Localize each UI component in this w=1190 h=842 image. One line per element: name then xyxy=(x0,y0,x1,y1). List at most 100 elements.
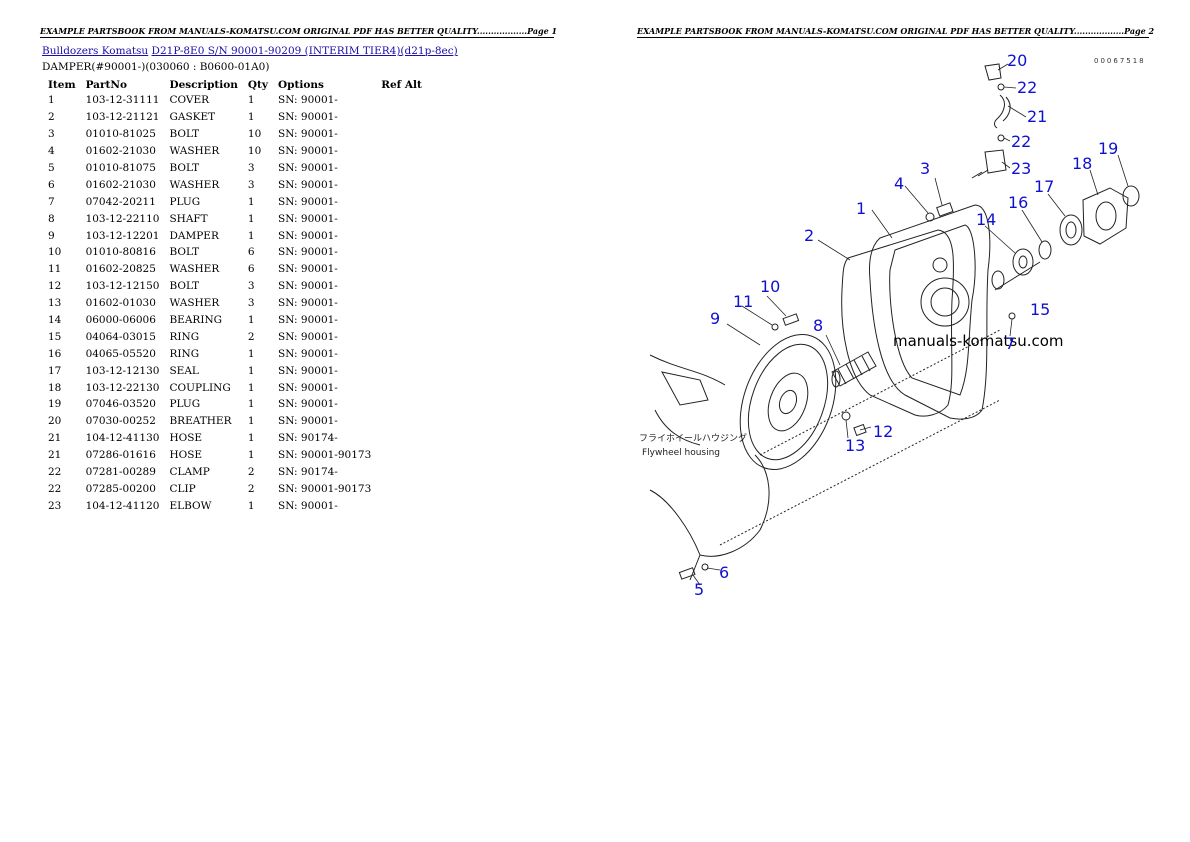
cell-partno: 103-12-12150 xyxy=(85,280,160,293)
diagram-page: EXAMPLE PARTSBOOK FROM MANUALS-KOMATSU.C… xyxy=(595,0,1190,842)
callout-15: 15 xyxy=(1030,300,1050,319)
cell-refalt xyxy=(375,126,426,143)
cell-options: SN: 90001- xyxy=(278,128,338,141)
cell-partno: 06000-06006 xyxy=(85,314,156,327)
cell-options: SN: 90174- xyxy=(278,432,338,445)
cell-partno: 01010-81075 xyxy=(85,162,156,174)
callout-5: 5 xyxy=(694,580,704,599)
cell-partno: 103-12-21121 xyxy=(85,111,160,124)
cell-item: 14 xyxy=(48,314,62,327)
cell-options: SN: 90001- xyxy=(278,499,338,512)
cell-options: SN: 90001- xyxy=(278,229,338,242)
cell-refalt xyxy=(375,413,426,430)
cell-refalt xyxy=(375,345,426,362)
cell-qty: 6 xyxy=(247,263,255,276)
callout-13: 13 xyxy=(845,436,865,455)
cell-partno: 07281-00289 xyxy=(85,466,156,479)
cell-qty: 1 xyxy=(247,449,255,462)
cell-item: 22 xyxy=(48,482,62,495)
cell-description: WASHER xyxy=(169,145,220,158)
callout-4: 4 xyxy=(894,174,904,193)
watermark: manuals-komatsu.com xyxy=(893,332,1064,350)
cell-item: 18 xyxy=(48,381,62,394)
cell-refalt xyxy=(375,379,426,396)
cell-item: 1 xyxy=(48,94,55,107)
callout-1: 1 xyxy=(856,199,866,218)
col-refalt-header: Ref Alt xyxy=(381,78,422,91)
cell-qty: 2 xyxy=(247,482,255,495)
cell-refalt xyxy=(375,362,426,379)
breadcrumb: Bulldozers Komatsu D21P-8E0 S/N 90001-90… xyxy=(42,45,458,57)
shaft xyxy=(831,351,877,388)
housing-label-jp: フライホイールハウジング xyxy=(639,432,747,444)
breather-assembly xyxy=(971,63,1011,179)
cell-qty: 1 xyxy=(247,415,255,428)
cell-item: 23 xyxy=(48,499,62,512)
col-options-header: Options xyxy=(278,78,324,91)
cell-description: RING xyxy=(169,330,200,343)
cell-options: SN: 90001- xyxy=(278,297,338,310)
cell-partno: 01010-80816 xyxy=(85,246,156,259)
cell-refalt xyxy=(375,160,426,177)
cell-options: SN: 90001- xyxy=(278,94,338,107)
cell-description: WASHER xyxy=(169,178,220,191)
cell-options: SN: 90001- xyxy=(278,178,338,191)
cell-partno: 103-12-22110 xyxy=(85,212,160,225)
cell-qty: 6 xyxy=(247,246,255,259)
cover xyxy=(869,204,991,420)
cell-refalt xyxy=(375,497,426,514)
flywheel-housing xyxy=(649,329,1001,581)
cell-item: 12 xyxy=(48,280,62,293)
cell-qty: 1 xyxy=(247,212,255,225)
cell-partno: 07030-00252 xyxy=(85,415,156,428)
cell-description: BOLT xyxy=(169,280,200,293)
cell-qty: 1 xyxy=(247,195,255,208)
cell-refalt xyxy=(375,312,426,329)
breadcrumb-link-category[interactable]: Bulldozers Komatsu xyxy=(42,45,149,57)
cell-item: 5 xyxy=(48,162,55,174)
cell-qty: 2 xyxy=(247,330,255,343)
cell-options: SN: 90001- xyxy=(278,145,338,158)
cell-description: HOSE xyxy=(169,432,203,445)
cell-qty: 3 xyxy=(247,162,255,174)
cell-qty: 3 xyxy=(247,280,255,293)
cell-description: WASHER xyxy=(169,297,220,310)
damper xyxy=(739,334,837,470)
callout-20: 20 xyxy=(1007,51,1027,70)
callout-17: 17 xyxy=(1034,177,1054,196)
callout-2: 2 xyxy=(804,226,814,245)
cell-description: CLAMP xyxy=(169,466,210,479)
cell-partno: 04064-03015 xyxy=(85,330,156,343)
col-item-header: Item xyxy=(48,78,76,91)
cell-item: 19 xyxy=(48,398,62,411)
cell-partno: 07042-20211 xyxy=(85,195,156,208)
cell-options: SN: 90001- xyxy=(278,195,338,208)
cell-partno: 104-12-41120 xyxy=(85,499,160,512)
cell-partno: 103-12-31111 xyxy=(85,94,160,107)
cell-partno: 07286-01616 xyxy=(85,449,156,462)
cell-refalt xyxy=(375,447,426,464)
cell-partno: 07046-03520 xyxy=(85,398,156,411)
cell-qty: 10 xyxy=(247,128,262,141)
cell-item: 3 xyxy=(48,128,55,141)
cell-qty: 1 xyxy=(247,381,255,394)
cell-refalt xyxy=(375,210,426,227)
cell-options: SN: 90001- xyxy=(278,162,338,174)
cell-options: SN: 90001- xyxy=(278,111,338,124)
cell-partno: 103-12-12201 xyxy=(85,229,160,242)
cell-item: 13 xyxy=(48,297,62,310)
cell-options: SN: 90001- xyxy=(278,212,338,225)
callout-8: 8 xyxy=(813,316,823,335)
breadcrumb-link-model[interactable]: D21P-8E0 S/N 90001-90209 (INTERIM TIER4)… xyxy=(151,45,458,57)
cell-description: BOLT xyxy=(169,246,200,259)
callout-22: 22 xyxy=(1017,78,1037,97)
